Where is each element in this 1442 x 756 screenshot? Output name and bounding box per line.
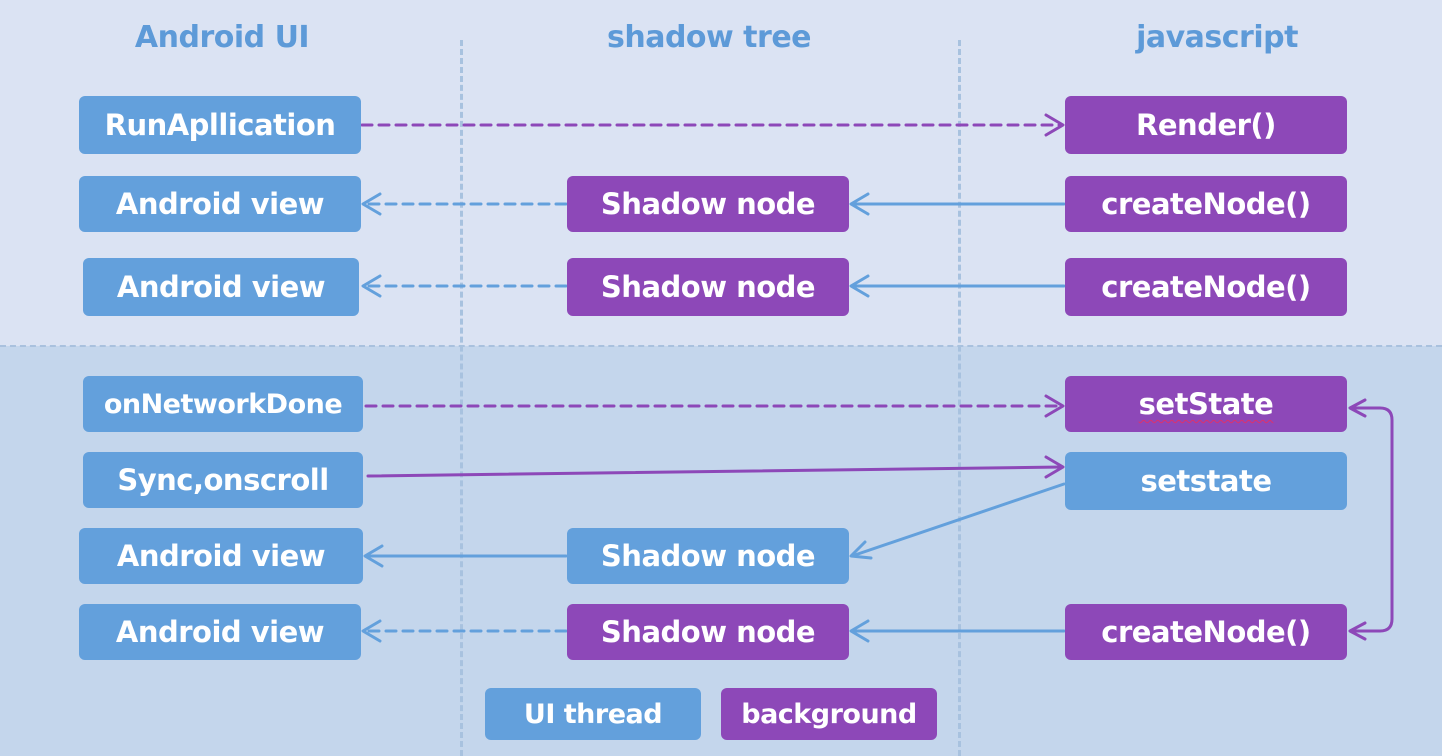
render-box: Render() xyxy=(1065,96,1347,154)
arrowhead-shadow3 xyxy=(849,540,873,560)
column-title-shadow-tree: shadow tree xyxy=(606,20,812,55)
column-divider-right xyxy=(958,40,961,756)
column-title-javascript: javascript xyxy=(1136,20,1298,55)
column-divider-left xyxy=(460,40,463,756)
shadow-node-box-1: Shadow node xyxy=(567,176,849,232)
shadow-node-box-4: Shadow node xyxy=(567,604,849,660)
arrowhead-view4 xyxy=(361,619,382,643)
arrow-setstate-to-shadow3 xyxy=(850,482,1066,558)
android-view-box-2: Android view xyxy=(83,258,359,316)
android-view-box-1: Android view xyxy=(79,176,361,232)
shadow-node-box-3: Shadow node xyxy=(567,528,849,584)
on-network-done-box: onNetworkDone xyxy=(83,376,363,432)
setstate-sync-box: setstate xyxy=(1065,452,1347,510)
arrowhead-shadow2 xyxy=(849,274,870,298)
create-node-box-3: createNode() xyxy=(1065,604,1347,660)
run-application-box: RunApllication xyxy=(79,96,361,154)
arrowhead-shadow4 xyxy=(849,619,870,643)
column-title-android-ui: Android UI xyxy=(134,20,310,55)
create-node-box-1: createNode() xyxy=(1065,176,1347,232)
arrowhead-setstate xyxy=(1044,394,1065,418)
android-view-box-3: Android view xyxy=(79,528,363,584)
create-node-box-2: createNode() xyxy=(1065,258,1347,316)
arrowhead-setstate-sync xyxy=(1044,455,1065,479)
legend-background: background xyxy=(721,688,937,740)
section-divider xyxy=(0,345,1442,347)
arrowhead-shadow1 xyxy=(849,192,870,216)
arrowhead-view2 xyxy=(361,274,382,298)
arrow-onscroll-to-setstate xyxy=(366,465,1064,478)
set-state-box: setState xyxy=(1065,376,1347,432)
arrowhead-view1 xyxy=(361,192,382,216)
arrowhead-render xyxy=(1044,113,1065,137)
sync-onscroll-box: Sync,onscroll xyxy=(83,452,363,508)
android-view-box-4: Android view xyxy=(79,604,361,660)
legend-ui-thread: UI thread xyxy=(485,688,701,740)
shadow-node-box-2: Shadow node xyxy=(567,258,849,316)
arrowhead-loop-createnode xyxy=(1348,621,1367,641)
set-state-label: setState xyxy=(1138,387,1274,421)
arrowhead-view3 xyxy=(363,544,384,568)
loop-setstate-to-createnode xyxy=(1350,406,1394,633)
arrowhead-loop-setstate xyxy=(1348,398,1367,418)
